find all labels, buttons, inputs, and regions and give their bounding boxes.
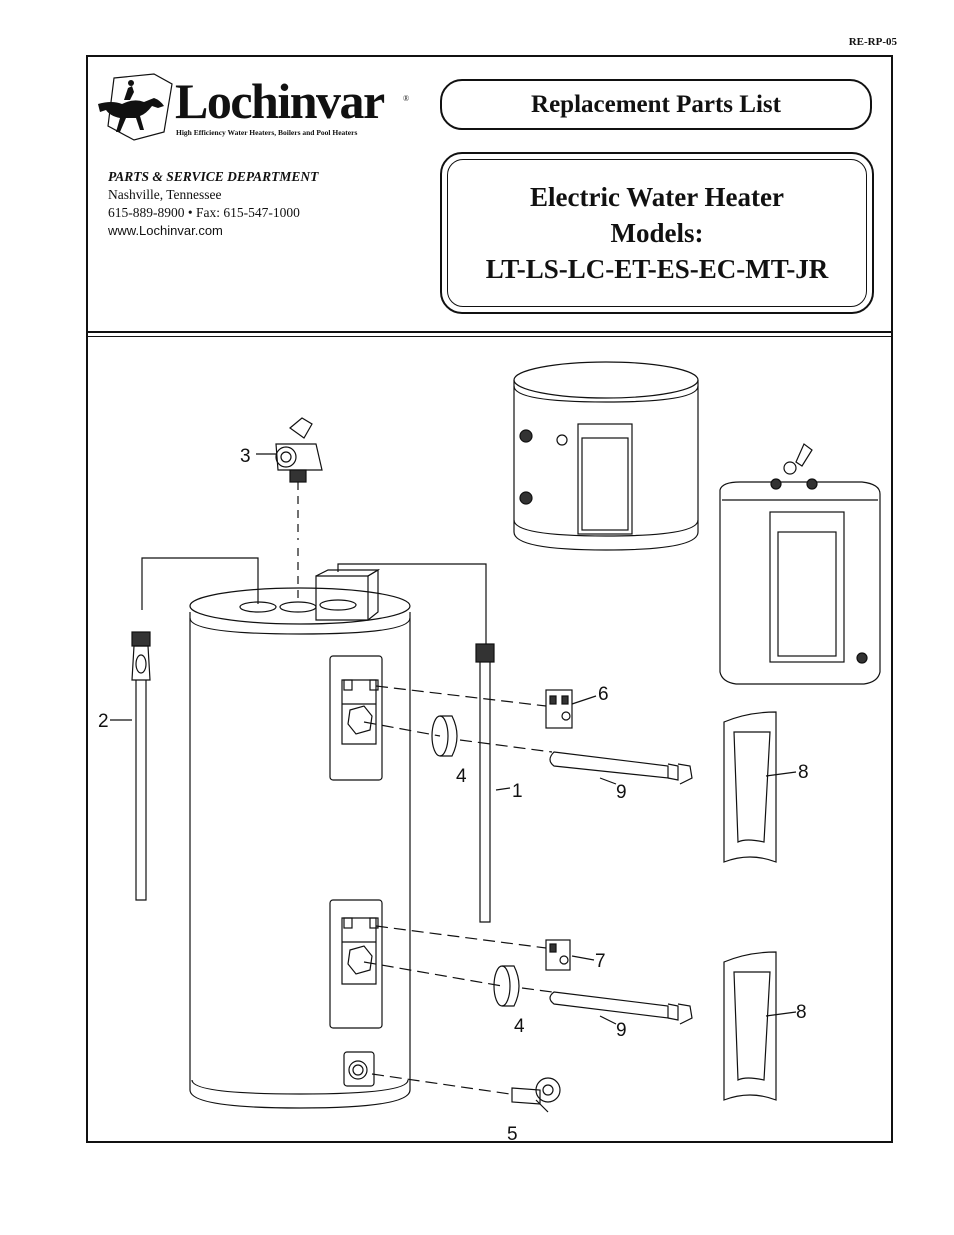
callout-6: 6 <box>598 684 609 705</box>
dip-tube-part-1 <box>337 563 495 923</box>
callout-8-lower: 8 <box>796 1002 807 1023</box>
small-round-water-heater <box>513 361 699 551</box>
callout-5: 5 <box>507 1124 518 1145</box>
callout-4-upper: 4 <box>456 766 467 787</box>
models-box-outer <box>440 152 874 314</box>
phone-fax-text: 615-889-8900 • Fax: 615-547-1000 <box>108 205 300 220</box>
heating-element-part-9-lower <box>363 961 693 1025</box>
lowboy-water-heater <box>719 443 881 685</box>
lower-thermostat-part-7 <box>375 925 571 971</box>
website-link[interactable]: www.Lochinvar.com <box>108 223 223 238</box>
water-heater-tank <box>189 568 411 1109</box>
lochinvar-horse-logo-icon <box>98 73 173 141</box>
department-label: PARTS & SERVICE DEPARTMENT <box>108 169 319 184</box>
upper-thermostat-part-6 <box>375 685 573 729</box>
callout-4-lower: 4 <box>514 1016 525 1037</box>
callout-9-lower: 9 <box>616 1020 627 1041</box>
header-divider-thin <box>86 336 893 337</box>
callout-9-upper: 9 <box>616 782 627 803</box>
tp-valve-part-3 <box>275 417 323 598</box>
gasket-part-4-lower <box>493 965 520 1007</box>
document-code: RE-RP-05 <box>848 36 897 48</box>
models-label: Models: <box>610 218 704 248</box>
logo-tagline: High Efficiency Water Heaters, Boilers a… <box>176 128 358 137</box>
model-codes: LT-LS-LC-ET-ES-EC-MT-JR <box>485 254 829 284</box>
callout-7: 7 <box>595 951 606 972</box>
gasket-part-4-upper <box>431 715 458 757</box>
element-cover-part-8-lower <box>723 951 777 1101</box>
callout-8-upper: 8 <box>798 762 809 783</box>
callout-3: 3 <box>240 446 251 467</box>
registered-mark: ® <box>403 94 410 103</box>
lochinvar-wordmark: Lochinvar <box>175 73 385 129</box>
callout-2: 2 <box>98 711 109 732</box>
callout-1: 1 <box>512 781 523 802</box>
replacement-parts-title: Replacement Parts List <box>440 79 872 130</box>
contact-block: PARTS & SERVICE DEPARTMENT Nashville, Te… <box>108 168 318 240</box>
anode-rod-part-2 <box>131 557 259 901</box>
drain-valve-part-5 <box>371 1073 561 1113</box>
page-frame <box>86 55 893 1143</box>
heating-element-part-9-upper <box>363 721 693 785</box>
header-divider <box>86 331 893 333</box>
city-text: Nashville, Tennessee <box>108 187 222 202</box>
element-cover-part-8-upper <box>723 711 777 863</box>
product-type: Electric Water Heater <box>530 182 784 212</box>
models-box: Electric Water Heater Models: LT-LS-LC-E… <box>447 159 867 307</box>
